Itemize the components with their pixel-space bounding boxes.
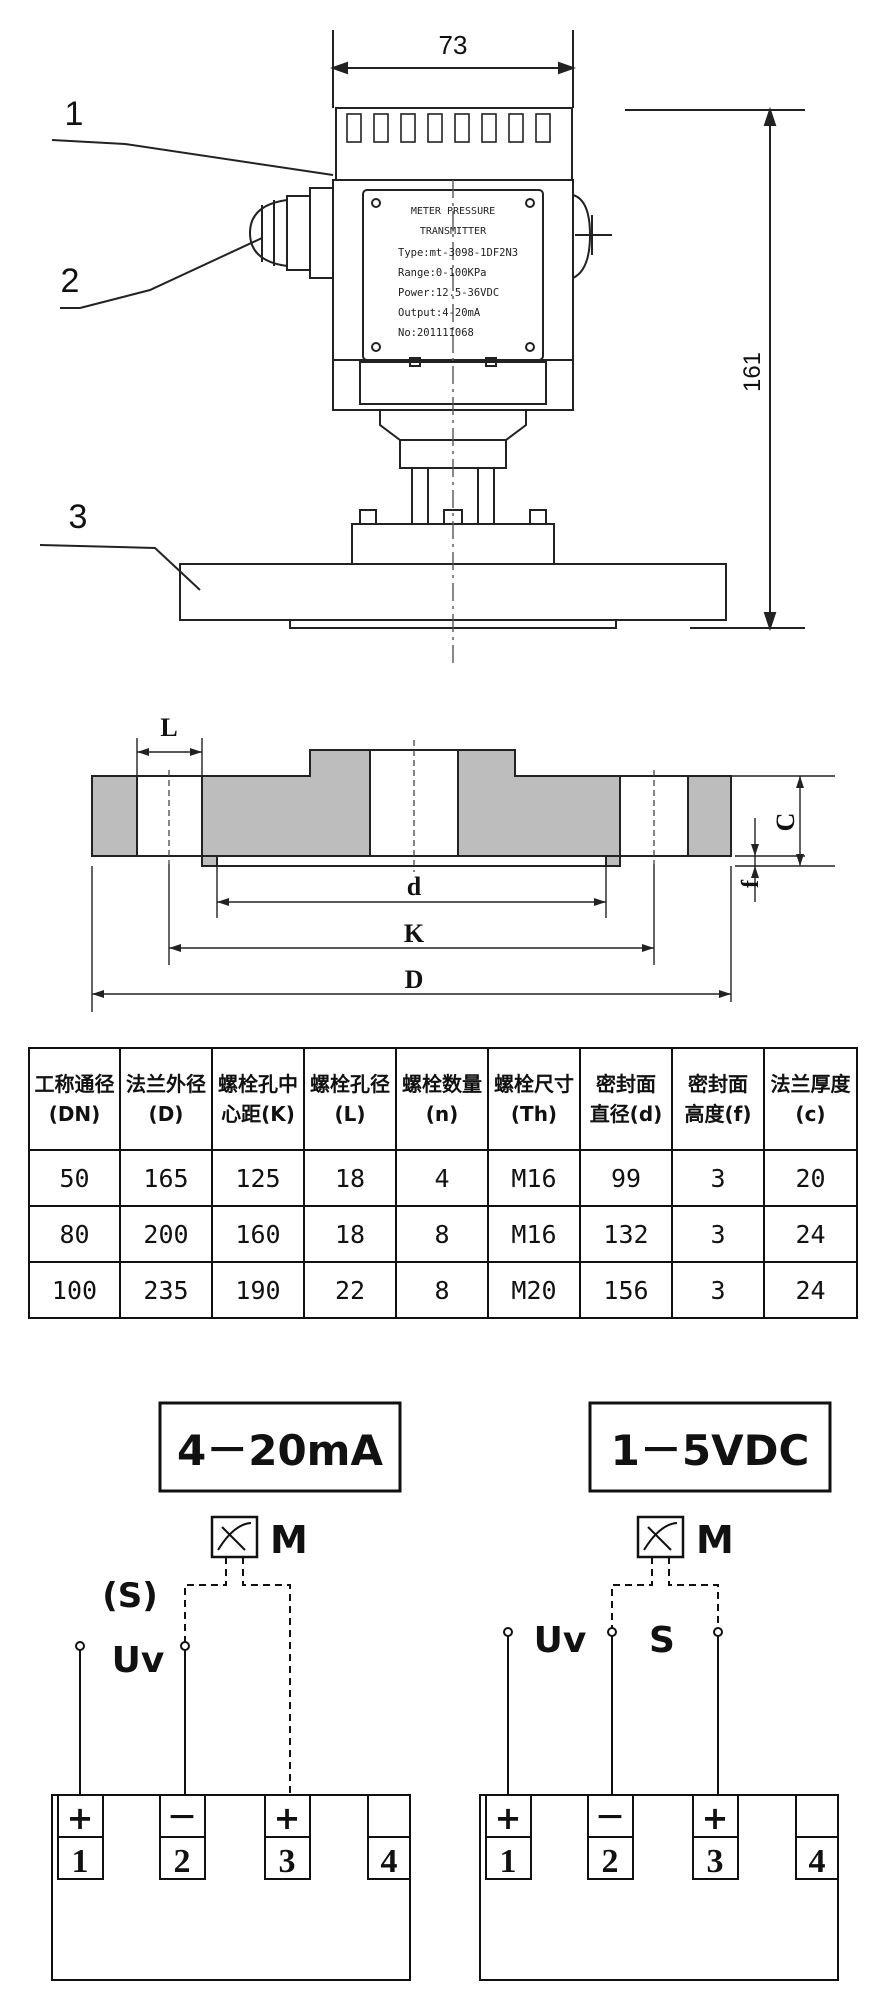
terminal-3-num: 3	[279, 1843, 296, 1880]
table-cell: 125	[211, 1149, 305, 1207]
terminal-1-num: 1	[500, 1843, 517, 1880]
height-dimension: 161	[739, 352, 766, 392]
flange-spec-table: 工称通径(DN) 法兰外径(D) 螺栓孔中心距(K) 螺栓孔径(L) 螺栓数量(…	[28, 1047, 858, 1319]
table-cell: M16	[487, 1205, 581, 1263]
table-cell: 3	[671, 1149, 765, 1207]
nameplate-line-2: TRANSMITTER	[420, 226, 487, 237]
table-row: 50 165 125 18 4 M16 99 3 20	[28, 1149, 858, 1207]
terminal-1-sign: +	[67, 1799, 94, 1837]
wiring-right-s-label: S	[649, 1620, 675, 1661]
callout-2: 2	[61, 262, 80, 300]
table-cell: 8	[395, 1261, 489, 1319]
table-cell: 24	[763, 1205, 858, 1263]
wiring-1-5vdc: 1－5VDC M Uv S + 1	[479, 1401, 839, 1981]
table-cell: 165	[119, 1149, 213, 1207]
table-cell: 4	[395, 1149, 489, 1207]
header-seal-d: 密封面直径(d)	[579, 1047, 673, 1151]
flange-section-drawing: L d K D C f	[91, 713, 835, 1012]
wiring-left-uv-label: Uv	[112, 1640, 165, 1681]
terminal-3-num: 3	[707, 1843, 724, 1880]
table-cell: 160	[211, 1205, 305, 1263]
terminal-2-num: 2	[602, 1843, 619, 1880]
table-cell: 80	[28, 1205, 121, 1263]
wiring-right-meter: M	[696, 1518, 734, 1562]
table-row: 100 235 190 22 8 M20 156 3 24	[28, 1261, 858, 1319]
nameplate-line-1: METER PRESSURE	[411, 206, 495, 217]
flange-c-label: C	[771, 813, 800, 832]
width-dimension: 73	[439, 30, 468, 60]
nameplate-line-3: Type:mt-3098-1DF2N3	[398, 247, 518, 259]
table-cell: 200	[119, 1205, 213, 1263]
table-cell: 235	[119, 1261, 213, 1319]
flange-f-label: f	[738, 879, 764, 888]
flange-k-label: K	[404, 919, 425, 948]
header-th: 螺栓尺寸(Th)	[487, 1047, 581, 1151]
nameplate-line-4: Range:0-100KPa	[398, 267, 487, 279]
table-cell: 100	[28, 1261, 121, 1319]
table-cell: 99	[579, 1149, 673, 1207]
table-cell: 18	[303, 1149, 397, 1207]
header-n: 螺栓数量(n)	[395, 1047, 489, 1151]
nameplate-line-5: Power:12.5-36VDC	[398, 287, 499, 299]
table-cell: 20	[763, 1149, 858, 1207]
wiring-left-title: 4－20mA	[177, 1426, 383, 1475]
terminal-1-sign: +	[495, 1799, 522, 1837]
table-cell: M20	[487, 1261, 581, 1319]
table-cell: M16	[487, 1149, 581, 1207]
table-cell: 22	[303, 1261, 397, 1319]
wiring-left-meter: M	[270, 1518, 308, 1562]
flange-outer-d-label: D	[405, 965, 424, 994]
header-seal-f: 密封面高度(f)	[671, 1047, 765, 1151]
nameplate-line-7: No:201111068	[398, 327, 474, 339]
wiring-4-20ma: 4－20mA M (S) Uv + 1 － 2	[51, 1401, 411, 1981]
terminal-3-sign: +	[702, 1799, 729, 1837]
header-c: 法兰厚度(c)	[763, 1047, 858, 1151]
header-k: 螺栓孔中心距(K)	[211, 1047, 305, 1151]
table-cell: 156	[579, 1261, 673, 1319]
table-cell: 190	[211, 1261, 305, 1319]
table-cell: 50	[28, 1149, 121, 1207]
wiring-right-title: 1－5VDC	[611, 1426, 810, 1475]
callout-1: 1	[65, 95, 84, 133]
meter-icon	[210, 1515, 259, 1559]
meter-icon	[636, 1515, 685, 1559]
nameplate-line-6: Output:4-20mA	[398, 307, 481, 319]
terminal-2-num: 2	[174, 1843, 191, 1880]
table-row: 80 200 160 18 8 M16 132 3 24	[28, 1205, 858, 1263]
table-header-row: 工称通径(DN) 法兰外径(D) 螺栓孔中心距(K) 螺栓孔径(L) 螺栓数量(…	[28, 1047, 858, 1151]
table-cell: 3	[671, 1261, 765, 1319]
terminal-3-sign: +	[274, 1799, 301, 1837]
header-dn: 工称通径(DN)	[28, 1047, 121, 1151]
wiring-right-uv-label: Uv	[534, 1620, 587, 1661]
wiring-left-s-label: (S)	[102, 1576, 158, 1616]
flange-d-label: d	[407, 872, 422, 901]
terminal-2-sign: －	[167, 1801, 197, 1836]
terminal-4-num: 4	[809, 1843, 826, 1880]
table-cell: 8	[395, 1205, 489, 1263]
terminal-1-num: 1	[72, 1843, 89, 1880]
transmitter-drawing: 73 161 1 2 3 METER PRESSURE TRANSMITTER …	[39, 30, 805, 665]
table-cell: 24	[763, 1261, 858, 1319]
terminal-2-sign: －	[595, 1801, 625, 1836]
callout-3: 3	[69, 498, 88, 536]
flange-l-label: L	[160, 713, 177, 742]
terminal-4-num: 4	[381, 1843, 398, 1880]
header-l: 螺栓孔径(L)	[303, 1047, 397, 1151]
table-cell: 3	[671, 1205, 765, 1263]
table-cell: 132	[579, 1205, 673, 1263]
header-d: 法兰外径(D)	[119, 1047, 213, 1151]
table-cell: 18	[303, 1205, 397, 1263]
